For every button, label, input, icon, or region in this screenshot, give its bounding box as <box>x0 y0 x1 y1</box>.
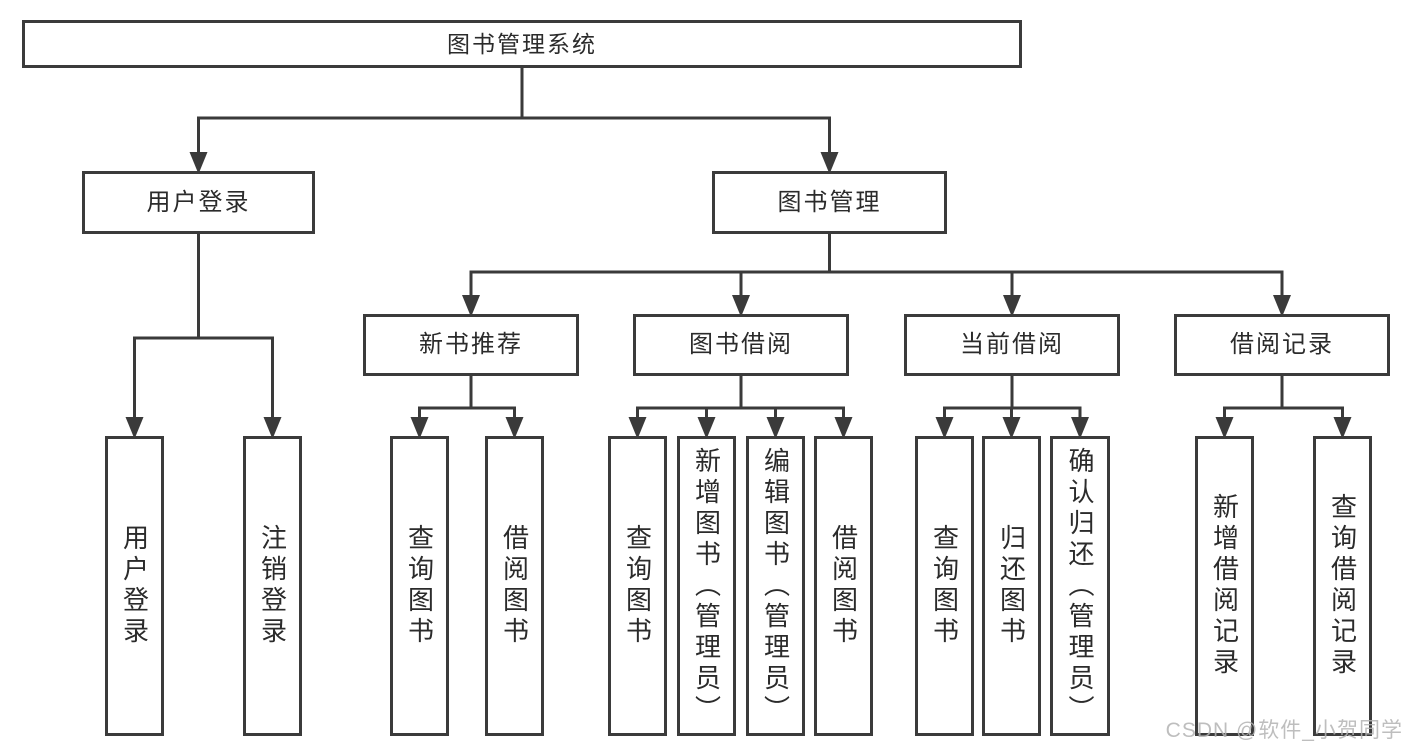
arrowhead-to-br-add <box>1215 417 1234 439</box>
node-nb-query: 查询图书 <box>390 436 449 736</box>
node-label-current-borrow: 当前借阅 <box>960 331 1064 358</box>
node-bb-edit: 编辑图书（管理员） <box>746 436 805 736</box>
node-current-borrow: 当前借阅 <box>904 314 1120 376</box>
node-label-root: 图书管理系统 <box>447 30 597 57</box>
edge-from-new-book-rec <box>410 375 524 439</box>
arrowhead-to-user-login <box>189 152 208 174</box>
node-nb-borrow: 借阅图书 <box>485 436 544 736</box>
arrowhead-to-new-book-rec <box>462 295 480 317</box>
node-login: 用户登录 <box>105 436 164 736</box>
node-br-query: 查询借阅记录 <box>1313 436 1372 736</box>
node-label-cb-confirm: 确认归还（管理员） <box>1065 446 1095 726</box>
node-cb-return: 归还图书 <box>982 436 1041 736</box>
arrowhead-to-bb-add <box>697 417 716 439</box>
node-label-logout: 注销登录 <box>257 524 288 648</box>
node-br-add: 新增借阅记录 <box>1195 436 1254 736</box>
node-label-cb-query: 查询图书 <box>929 524 960 648</box>
edge-from-current-borrow <box>935 375 1089 439</box>
edge-from-book-mgmt <box>462 233 1291 317</box>
arrowhead-to-br-query <box>1333 417 1352 439</box>
arrowhead-to-book-mgmt <box>820 152 839 174</box>
node-label-borrow-records: 借阅记录 <box>1230 331 1334 358</box>
node-label-user-login: 用户登录 <box>146 188 251 216</box>
arrowhead-to-nb-borrow <box>505 417 524 439</box>
node-label-br-query: 查询借阅记录 <box>1327 493 1358 679</box>
node-label-login: 用户登录 <box>119 524 150 648</box>
node-bb-query: 查询图书 <box>608 436 667 736</box>
edge-from-book-borrow <box>628 375 853 439</box>
node-book-mgmt: 图书管理 <box>712 171 947 234</box>
node-label-new-book-rec: 新书推荐 <box>419 331 523 358</box>
node-label-book-borrow: 图书借阅 <box>689 331 793 358</box>
node-bb-add: 新增图书（管理员） <box>677 436 736 736</box>
node-label-bb-add: 新增图书（管理员） <box>691 446 722 726</box>
node-logout: 注销登录 <box>243 436 302 736</box>
node-root: 图书管理系统 <box>22 20 1022 68</box>
node-borrow-records: 借阅记录 <box>1174 314 1390 376</box>
arrowhead-to-cb-return <box>1002 417 1021 439</box>
node-label-bb-borrow: 借阅图书 <box>828 524 859 648</box>
node-user-login: 用户登录 <box>82 171 315 234</box>
arrowhead-to-bb-edit <box>766 417 785 439</box>
node-label-nb-borrow: 借阅图书 <box>499 524 530 648</box>
arrowhead-to-cb-confirm <box>1071 417 1089 439</box>
node-cb-confirm: 确认归还（管理员） <box>1050 436 1110 736</box>
arrowhead-to-nb-query <box>410 417 429 439</box>
arrowhead-to-book-borrow <box>732 295 750 317</box>
node-bb-borrow: 借阅图书 <box>814 436 873 736</box>
node-label-bb-edit: 编辑图书（管理员） <box>760 446 791 726</box>
arrowhead-to-borrow-records <box>1273 295 1291 317</box>
node-label-bb-query: 查询图书 <box>622 524 653 648</box>
edge-from-root <box>189 67 839 174</box>
node-label-br-add: 新增借阅记录 <box>1209 493 1240 679</box>
arrowhead-to-current-borrow <box>1003 295 1021 317</box>
node-label-book-mgmt: 图书管理 <box>777 188 882 216</box>
edge-from-borrow-records <box>1215 375 1352 439</box>
arrowhead-to-logout <box>263 417 282 439</box>
watermark-text: CSDN @软件_小贺同学 <box>1165 719 1403 742</box>
node-cb-query: 查询图书 <box>915 436 974 736</box>
arrowhead-to-cb-query <box>935 417 954 439</box>
arrowhead-to-bb-query <box>628 417 647 439</box>
node-new-book-rec: 新书推荐 <box>363 314 579 376</box>
node-book-borrow: 图书借阅 <box>633 314 849 376</box>
arrowhead-to-login <box>125 417 144 439</box>
node-label-nb-query: 查询图书 <box>404 524 435 648</box>
node-label-cb-return: 归还图书 <box>996 524 1027 648</box>
edge-from-user-login <box>125 233 282 439</box>
arrowhead-to-bb-borrow <box>834 417 853 439</box>
